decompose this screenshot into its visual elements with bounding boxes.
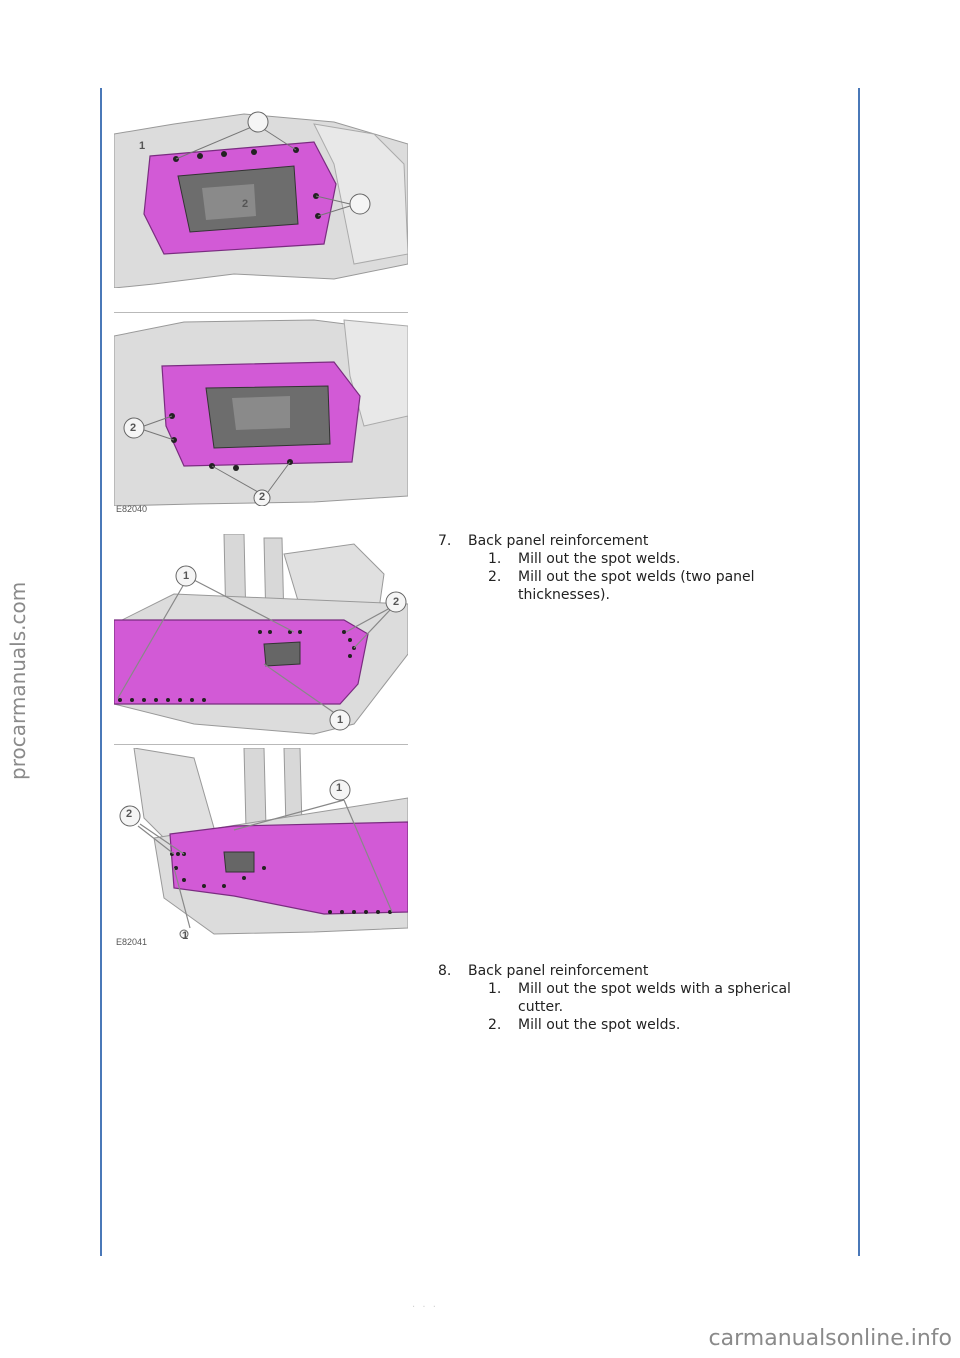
substep: 2. Mill out the spot welds. (488, 1016, 838, 1034)
figure-2-callout-2b: 2 (259, 491, 266, 503)
page-footer: · · · (412, 1302, 438, 1313)
figure-3-callout-1a: 1 (183, 570, 190, 582)
figure-divider (114, 744, 408, 745)
substep: 2. Mill out the spot welds (two panel th… (488, 568, 838, 604)
figure-4-callout-1b: 1 (182, 930, 189, 942)
figure-2-callout-2a: 2 (130, 422, 137, 434)
step-number: 8. (438, 963, 452, 979)
substep: 1. Mill out the spot welds with a spheri… (488, 980, 838, 1016)
substep-number: 1. (488, 551, 502, 567)
substep-text: Mill out the spot welds with a spherical… (518, 981, 791, 1015)
step-title: Back panel reinforcement (468, 963, 649, 979)
figure-1-image (114, 104, 408, 288)
substep-number: 2. (488, 569, 502, 585)
figure-2-id: E82040 (116, 504, 148, 514)
side-watermark: procarmanuals.com (6, 581, 30, 780)
right-margin-rule (858, 88, 860, 1256)
figure-4-image (114, 748, 408, 938)
figure-4-callout-2: 2 (126, 808, 133, 820)
substep-text: Mill out the spot welds (two panel thick… (518, 569, 755, 603)
step-title: Back panel reinforcement (468, 533, 649, 549)
step-7: 7. Back panel reinforcement 1. Mill out … (438, 532, 838, 604)
figure-3-image (114, 534, 408, 742)
figure-4-callout-1a: 1 (336, 782, 343, 794)
figure-1-callout-1: 1 (139, 140, 146, 152)
figure-1-callout-2: 2 (242, 198, 249, 210)
figure-3-callout-1b: 1 (337, 714, 344, 726)
substep-number: 1. (488, 981, 502, 997)
substep-text: Mill out the spot welds. (518, 551, 681, 567)
figure-3-callout-2: 2 (393, 596, 400, 608)
step-number: 7. (438, 533, 452, 549)
figure-4-id: E82041 (116, 937, 148, 947)
figure-2-image (114, 316, 408, 506)
substep-number: 2. (488, 1017, 502, 1033)
figure-divider (114, 312, 408, 313)
substep: 1. Mill out the spot welds. (488, 550, 838, 568)
substep-text: Mill out the spot welds. (518, 1017, 681, 1033)
step-8: 8. Back panel reinforcement 1. Mill out … (438, 962, 838, 1034)
bottom-watermark: carmanualsonline.info (708, 1326, 952, 1351)
left-margin-rule (100, 88, 102, 1256)
